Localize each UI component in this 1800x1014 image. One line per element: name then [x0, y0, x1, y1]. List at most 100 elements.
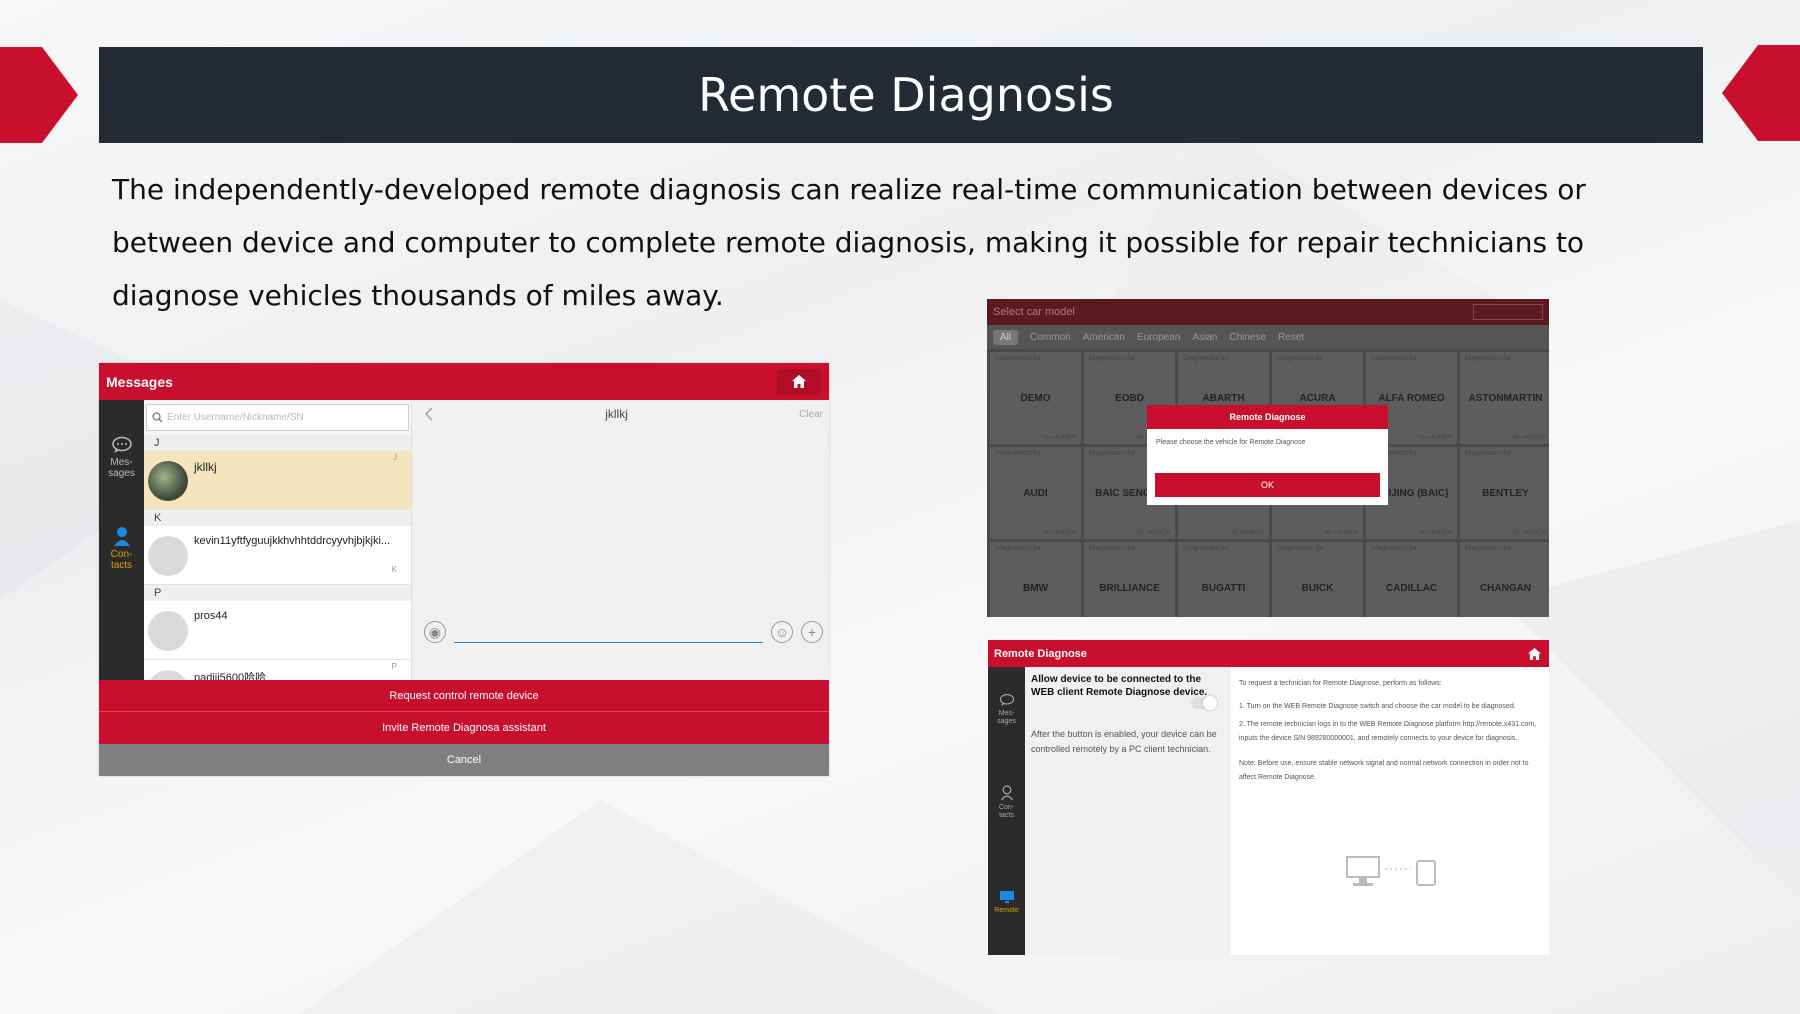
diag-prefix: Diagnostics for — [1277, 355, 1324, 362]
tab-common[interactable]: Common — [1030, 331, 1071, 343]
contact-item[interactable]: pros44 — [144, 601, 411, 660]
clear-button[interactable]: Clear — [799, 408, 823, 420]
contact-name: kevin11yftfyguujkkhvhhtddrcyyvhjbjkjki..… — [194, 535, 391, 547]
brand-tile[interactable]: Diagnostics forCADILLACby LAUNCH — [1366, 542, 1457, 617]
home-icon[interactable] — [1528, 647, 1541, 660]
sidebar-item-remote[interactable]: Remote — [988, 890, 1025, 915]
instructions-intro: To request a technician for Remote Diagn… — [1239, 680, 1442, 687]
sidebar-item-messages[interactable]: Mes- sages — [99, 436, 144, 479]
tab-reset[interactable]: Reset — [1278, 331, 1305, 343]
remote-sidebar: Mes- sages Con- tacts Remote — [988, 667, 1025, 955]
search-input[interactable]: Enter Username/Nickname/SN — [146, 404, 409, 431]
contact-tag: J — [393, 453, 397, 462]
tab-chinese[interactable]: Chinese — [1229, 331, 1267, 343]
request-control-button[interactable]: Request control remote device — [99, 680, 829, 712]
chat-panel: jkllkj Clear ◉ ☺ + — [412, 400, 829, 722]
dialog-message: Please choose the vehicle for Remote Dia… — [1156, 439, 1306, 446]
remote-diagnose-header: Remote Diagnose — [988, 640, 1549, 667]
voice-icon[interactable]: ◉ — [424, 621, 446, 643]
avatar — [148, 611, 188, 651]
sidebar-label-contacts: Con- tacts — [110, 549, 133, 571]
allow-heading: Allow device to be connected to the WEB … — [1031, 674, 1208, 698]
diag-prefix: Diagnostics for — [1089, 450, 1136, 457]
sidebar-label-contacts: Con- tacts — [998, 804, 1015, 819]
remote-toggle-switch[interactable] — [1191, 696, 1217, 710]
chat-bubble-icon — [111, 436, 132, 453]
brand-tile[interactable]: Diagnostics forCHANGANby LAUNCH — [1460, 542, 1549, 617]
car-search-input[interactable] — [1473, 304, 1543, 320]
person-icon — [113, 527, 130, 546]
search-placeholder: Enter Username/Nickname/SN — [167, 412, 304, 423]
contact-item[interactable]: jkllkj J — [144, 451, 411, 510]
car-model-screenshot: Select car model All Common American Eur… — [987, 299, 1549, 617]
home-button[interactable] — [777, 368, 821, 395]
by-launch-label: by LAUNCH — [1513, 530, 1546, 536]
brand-name: BUICK — [1301, 582, 1334, 594]
by-launch-label: by LAUNCH — [1513, 435, 1546, 441]
brand-name: BENTLEY — [1482, 487, 1529, 499]
by-launch-label: by LAUNCH — [1043, 435, 1076, 441]
chat-bubble-icon — [999, 694, 1014, 706]
tab-american[interactable]: American — [1082, 331, 1125, 343]
tab-asian[interactable]: Asian — [1192, 331, 1218, 343]
tab-all[interactable]: All — [993, 329, 1019, 345]
emoji-icon[interactable]: ☺ — [771, 621, 793, 643]
contact-name: jkllkj — [194, 460, 217, 474]
by-launch-label: by LAUNCH — [1325, 530, 1358, 536]
sidebar-item-contacts[interactable]: Con- tacts — [988, 785, 1025, 820]
sidebar-item-messages[interactable]: Mes- sages — [988, 693, 1025, 726]
instructions-panel: To request a technician for Remote Diagn… — [1239, 667, 1544, 955]
left-arrow-decoration — [0, 47, 78, 143]
contact-item[interactable]: kevin11yftfyguujkkhvhhtddrcyyvhjbjkjki..… — [144, 526, 411, 585]
brand-name: EOBD — [1115, 392, 1144, 404]
title-bar: Remote Diagnosis — [99, 47, 1703, 143]
home-icon — [792, 375, 806, 388]
dialog-title: Remote Diagnose — [1147, 405, 1388, 429]
tab-european[interactable]: European — [1136, 331, 1181, 343]
dialog-ok-button[interactable]: OK — [1155, 473, 1380, 497]
brand-name: CHANGAN — [1479, 582, 1532, 594]
diag-prefix: Diagnostics for — [1465, 450, 1512, 457]
person-icon — [1000, 785, 1013, 801]
back-chevron-icon[interactable] — [424, 407, 434, 421]
brand-name: BUGATTI — [1201, 582, 1246, 594]
search-icon — [152, 412, 163, 423]
by-launch-label: by LAUNCH — [1231, 530, 1264, 536]
sidebar-label-messages: Mes- sages — [108, 457, 135, 479]
diag-prefix: Diagnostics for — [995, 545, 1042, 552]
brand-tile[interactable]: Diagnostics forBMWby LAUNCH — [990, 542, 1081, 617]
pc-to-device-icon — [1346, 856, 1436, 886]
intro-paragraph: The independently-developed remote diagn… — [112, 173, 1586, 312]
group-letter: J — [144, 435, 411, 451]
brand-name: ACURA — [1299, 392, 1336, 404]
diag-prefix: Diagnostics for — [995, 355, 1042, 362]
remote-diagnose-title: Remote Diagnose — [994, 647, 1087, 660]
allow-panel: Allow device to be connected to the WEB … — [1025, 667, 1231, 955]
message-input[interactable] — [454, 621, 763, 643]
brand-name: BEIJING (BAIC) — [1374, 487, 1449, 499]
diag-prefix: Diagnostics for — [1371, 545, 1418, 552]
brand-tile[interactable]: Diagnostics forBUICKby LAUNCH — [1272, 542, 1363, 617]
add-icon[interactable]: + — [801, 621, 823, 643]
sidebar-label-messages: Mes- sages — [997, 710, 1016, 725]
diag-prefix: Diagnostics for — [1371, 450, 1418, 457]
allow-note: After the button is enabled, your device… — [1031, 729, 1217, 754]
brand-tile[interactable]: Diagnostics forBRILLIANCEby LAUNCH — [1084, 542, 1175, 617]
contact-tag: K — [391, 565, 397, 574]
brand-tile[interactable]: Diagnostics forBUGATTIby LAUNCH — [1178, 542, 1269, 617]
contact-tag: P — [391, 662, 397, 671]
chat-title: jkllkj — [605, 407, 628, 421]
diag-prefix: Diagnostics for — [1465, 355, 1512, 362]
brand-name: ASTONMARTIN — [1468, 392, 1543, 404]
invite-assistant-button[interactable]: Invite Remote Diagnosa assistant — [99, 712, 829, 744]
monitor-icon — [999, 891, 1014, 903]
brand-name: CADILLAC — [1385, 582, 1438, 594]
cancel-button[interactable]: Cancel — [99, 744, 829, 776]
sidebar-item-contacts[interactable]: Con- tacts — [99, 526, 144, 571]
brand-name: DEMO — [1020, 392, 1051, 404]
diag-prefix: Diagnostics for — [1089, 545, 1136, 552]
